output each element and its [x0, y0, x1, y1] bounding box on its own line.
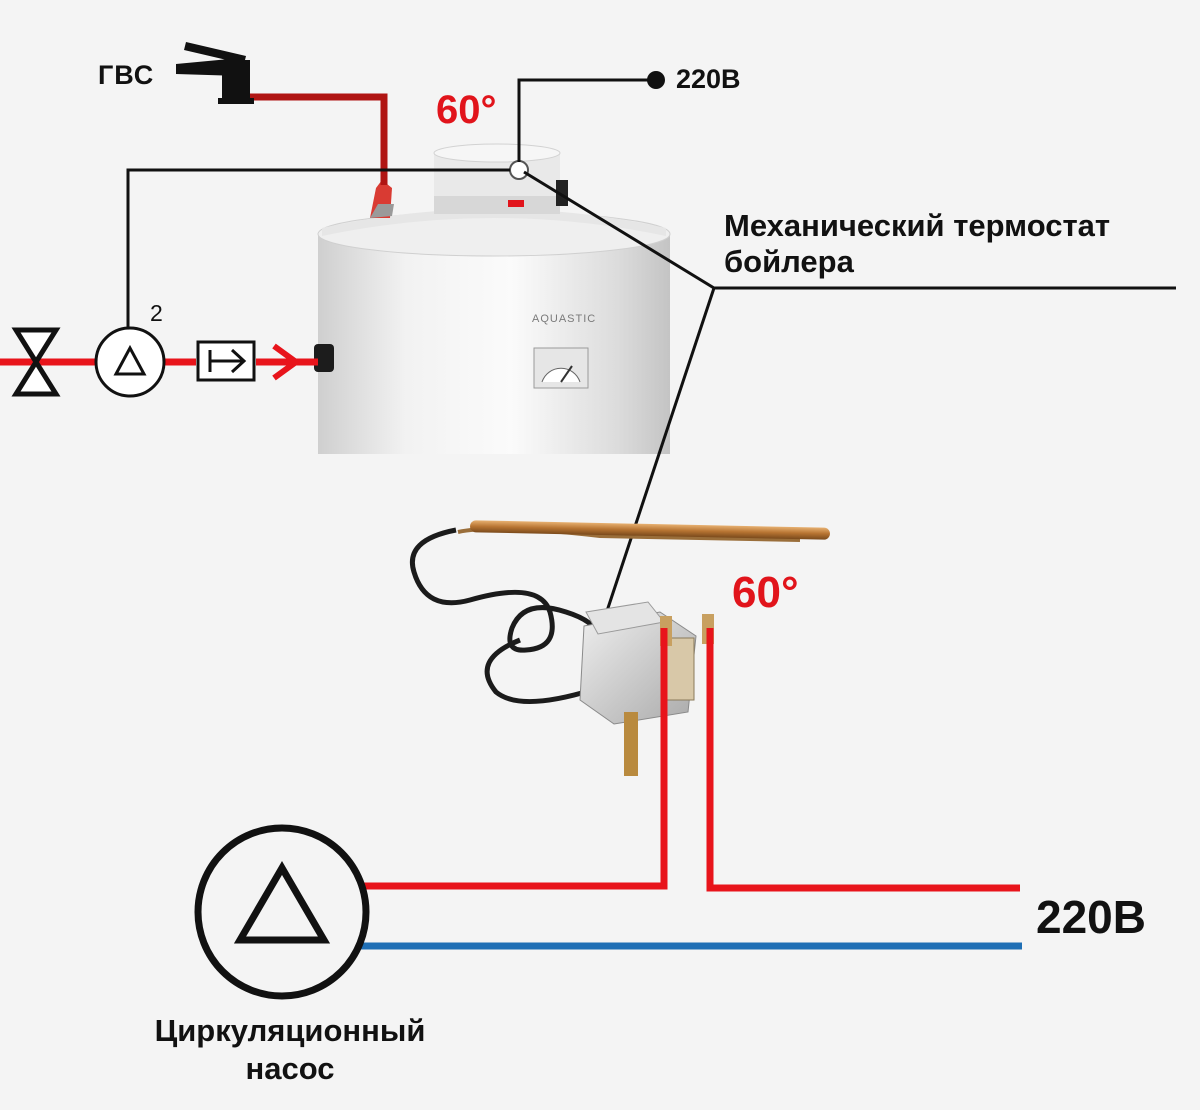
hot-water-pipe	[240, 93, 388, 185]
boiler-gauge-icon	[533, 347, 589, 389]
thermostat-temperature-label: 60°	[732, 568, 799, 617]
pump-caption-line1: Циркуляционный	[154, 1013, 426, 1048]
hot-water-label: ГВС	[98, 60, 155, 90]
circulation-pump-caption: Циркуляционный насос	[120, 1012, 460, 1088]
boiler-illustration	[314, 143, 671, 454]
thermostat-device-illustration	[410, 520, 830, 776]
thermostat-caption: Механический термостат бойлера	[724, 208, 1184, 280]
flow-arrow-icon	[272, 343, 302, 381]
power-wire	[517, 78, 654, 162]
thermostat-caption-line2: бойлера	[724, 244, 854, 279]
callout-line-device	[604, 287, 716, 615]
thermostat-caption-line1: Механический термостат	[724, 208, 1111, 243]
shutoff-valve-icon	[11, 327, 61, 397]
boiler-brand-label: AQUASTIC	[532, 313, 597, 325]
boiler-pump-icon	[94, 326, 166, 398]
circulation-pump-icon	[194, 824, 370, 1000]
pump-control-wire	[126, 168, 510, 328]
faucet-icon	[176, 42, 254, 104]
bottom-voltage-label: 220В	[1036, 891, 1146, 943]
thermostat-knob-icon	[509, 160, 529, 180]
top-voltage-label: 220В	[676, 64, 741, 94]
power-terminal	[647, 71, 665, 89]
indicator-light	[508, 200, 524, 207]
pump-number-label: 2	[150, 300, 163, 326]
pump-caption-line2: насос	[245, 1051, 335, 1086]
supply-phase-wire	[706, 628, 1020, 892]
check-valve-icon	[196, 340, 256, 382]
pump-phase-wire	[364, 628, 668, 890]
boiler-temperature-label: 60°	[436, 88, 497, 132]
